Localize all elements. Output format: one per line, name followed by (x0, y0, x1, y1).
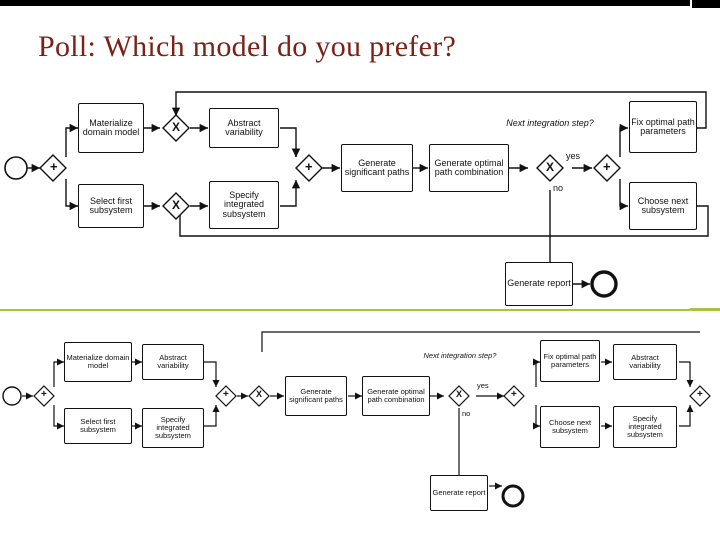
task-generate-report[interactable]: Generate report (505, 262, 573, 306)
gateway-question-label-top: Next integration step? (506, 118, 594, 128)
gateway-x-glyph-3: X (546, 160, 555, 174)
flow-label-no-top: no (553, 183, 564, 193)
gateway-plus-glyph-1: + (50, 159, 58, 174)
gateway-x-glyph-2: X (172, 198, 181, 212)
task-choose-next-subsystem-small[interactable]: Choose next subsystem (540, 406, 600, 448)
task-materialize-domain-model-small[interactable]: Materialize domain model (64, 342, 132, 382)
gateway-plus-glyph-b2: + (223, 389, 229, 400)
task-abstract-variability-small-2[interactable]: Abstract variability (613, 344, 677, 380)
task-select-first-subsystem[interactable]: Select first subsystem (78, 184, 144, 228)
gateway-question-label-bottom: Next integration step? (423, 351, 497, 360)
task-specify-integrated-subsystem[interactable]: Specify integrated subsystem (209, 181, 279, 229)
task-choose-next-subsystem[interactable]: Choose next subsystem (629, 182, 697, 230)
task-fix-optimal-path-parameters-small[interactable]: Fix optimal path parameters (540, 340, 600, 382)
top-right-bar (692, 0, 720, 8)
top-decorative-bar (0, 0, 690, 6)
task-generate-optimal-path-combination[interactable]: Generate optimal path combination (429, 144, 509, 192)
flow-label-no-bottom: no (462, 409, 471, 418)
horizontal-divider-right (690, 308, 720, 311)
task-generate-optimal-path-combination-small[interactable]: Generate optimal path combination (362, 376, 430, 416)
flow-label-yes-top: yes (566, 151, 581, 161)
task-generate-significant-paths-small[interactable]: Generate significant paths (285, 376, 347, 416)
gateway-x-glyph-b2: X (456, 389, 463, 399)
gateway-plus-glyph-3: + (603, 159, 611, 174)
flow-label-yes-bottom: yes (477, 381, 489, 390)
task-fix-optimal-path-parameters[interactable]: Fix optimal path parameters (629, 101, 697, 153)
task-specify-integrated-subsystem-small-2[interactable]: Specify integrated subsystem (613, 406, 677, 448)
gateway-plus-glyph-b3: + (511, 389, 517, 400)
gateway-plus-glyph-2: + (305, 159, 313, 174)
gateway-plus-glyph-b4: + (697, 389, 703, 400)
task-abstract-variability-small[interactable]: Abstract variability (142, 344, 204, 380)
task-materialize-domain-model[interactable]: Materialize domain model (78, 103, 144, 153)
task-generate-report-small[interactable]: Generate report (430, 475, 488, 511)
task-select-first-subsystem-small[interactable]: Select first subsystem (64, 408, 132, 444)
task-specify-integrated-subsystem-small[interactable]: Specify integrated subsystem (142, 408, 204, 448)
horizontal-divider (0, 309, 690, 311)
task-generate-significant-paths[interactable]: Generate significant paths (341, 144, 413, 192)
gateway-x-glyph-1: X (172, 120, 181, 134)
page-title: Poll: Which model do you prefer? (38, 30, 457, 63)
gateway-plus-glyph-b1: + (41, 389, 47, 400)
task-abstract-variability[interactable]: Abstract variability (209, 108, 279, 148)
gateway-x-glyph-b1: X (256, 389, 263, 399)
